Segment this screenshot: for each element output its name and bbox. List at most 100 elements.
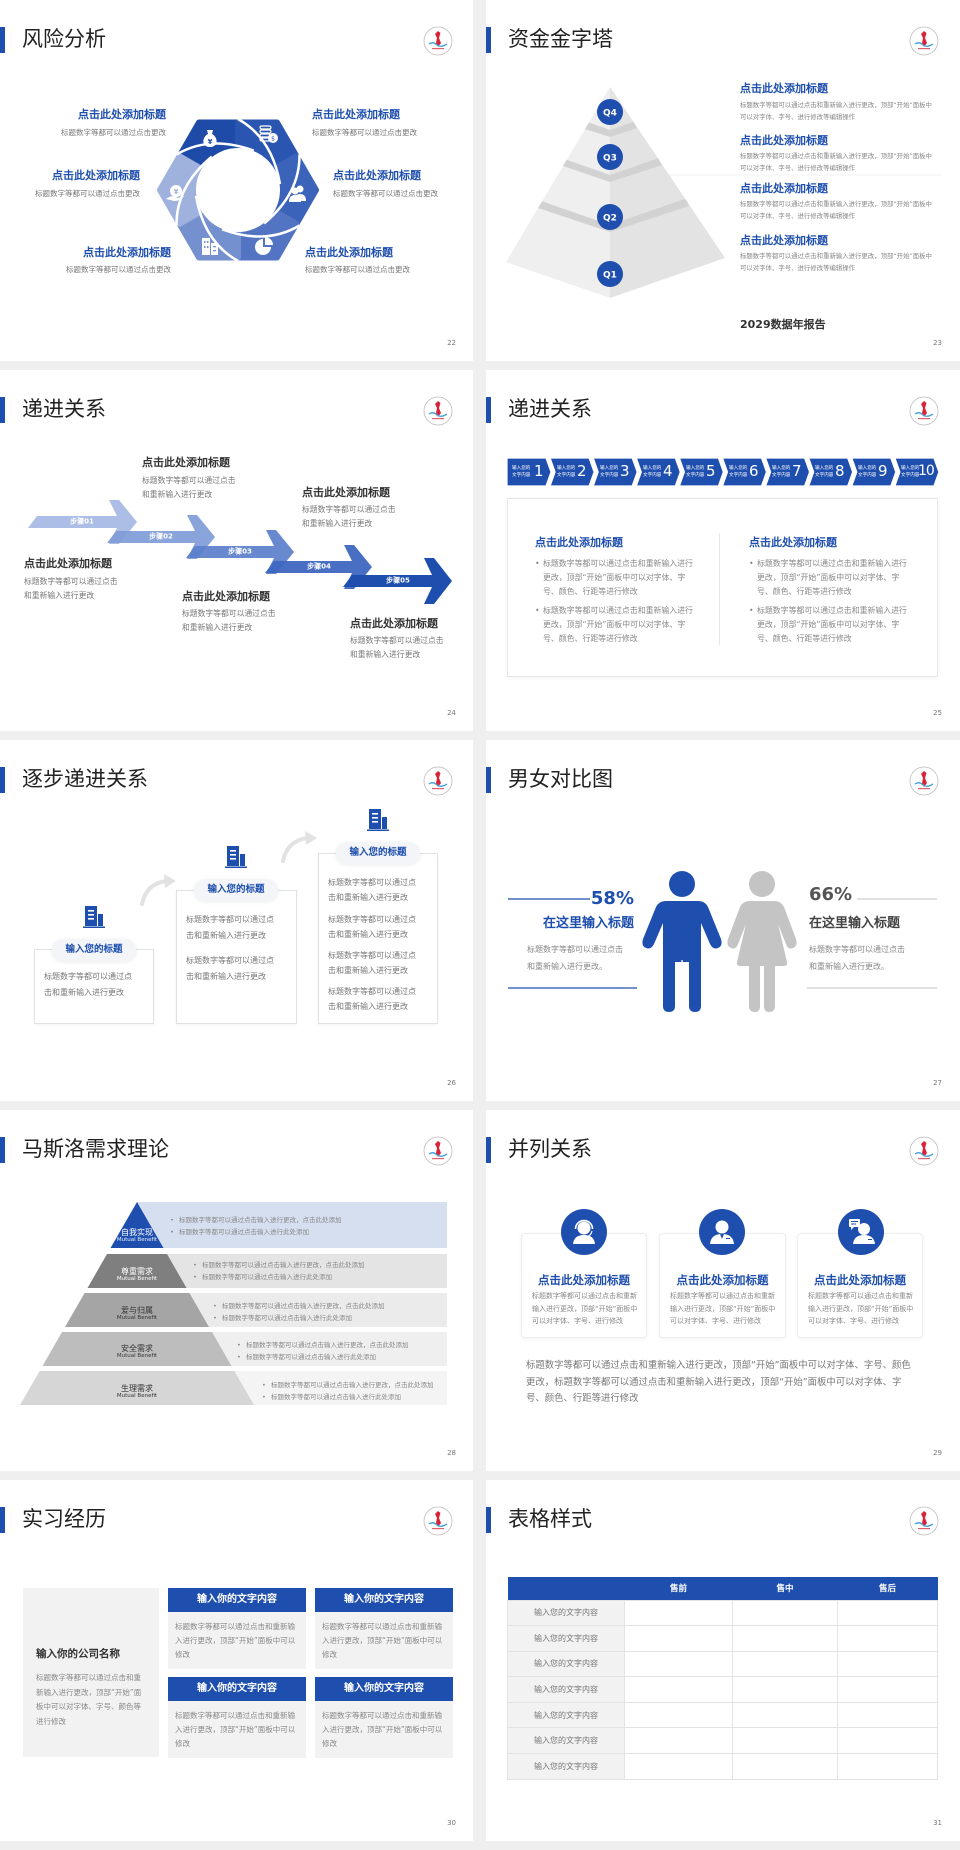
title-accent-bar bbox=[486, 397, 491, 423]
slide-26[interactable]: 逐步递进关系 26 输入您的标题 输入您的标题 输入您的标题 标题数字等都可以通… bbox=[0, 740, 473, 1101]
card-desc: 标题数字等都可以通过点击和重新输入进行更改，顶部“开始”面板中可以对字体、字号、… bbox=[670, 1292, 776, 1325]
svg-text:¥: ¥ bbox=[208, 138, 213, 146]
title-accent-bar bbox=[486, 27, 491, 53]
step-arrow-3 bbox=[186, 530, 294, 574]
step-paragraph: 标题数字等都可以通过点击和重新输入进行更改 bbox=[186, 956, 274, 981]
slide-30[interactable]: 实习经历 30 输入你的公司名称 标题数字等都可以通过点击和重新输入进行更改，顶… bbox=[0, 1480, 473, 1841]
experience-card: 输入你的文字内容 标题数字等都可以通过点击和重新输入进行更改，顶部“开始”面板中… bbox=[168, 1588, 306, 1669]
card-header: 输入你的文字内容 bbox=[168, 1677, 306, 1701]
slide-24[interactable]: 递进关系 24 步骤01 步骤02 步骤03 步骤04 步骤05 点击此处添加标… bbox=[0, 370, 473, 731]
tier-bullet: 标题数字等都可以通过点击输入进行此处添加 bbox=[193, 1271, 332, 1283]
male-percent: 58% bbox=[590, 888, 634, 909]
step-title-pill: 输入您的标题 bbox=[194, 879, 278, 901]
chevron-step-7-label: 输入您的文字内容 bbox=[772, 466, 791, 478]
column-divider bbox=[719, 533, 720, 645]
title-accent-bar bbox=[486, 767, 491, 793]
slide-title: 男女对比图 bbox=[508, 767, 613, 791]
school-emblem-icon bbox=[909, 26, 939, 56]
item-desc: 标题数字等都可以通过点击和重新输入进行更改，顶部“开始”面板中可以对字体、字号、… bbox=[740, 200, 932, 220]
page-number: 25 bbox=[933, 709, 942, 717]
step-title-pill: 输入您的标题 bbox=[52, 939, 136, 961]
experience-card: 输入你的文字内容 标题数字等都可以通过点击和重新输入进行更改，顶部“开始”面板中… bbox=[315, 1588, 453, 1669]
page-number: 24 bbox=[447, 709, 456, 717]
male-title: 在这里输入标题 bbox=[542, 916, 634, 931]
page-number: 31 bbox=[933, 1819, 942, 1827]
card-header: 输入你的文字内容 bbox=[315, 1677, 453, 1701]
page-number: 27 bbox=[933, 1079, 942, 1087]
step-paragraph: 标题数字等都可以通过点击和重新输入进行更改 bbox=[44, 972, 132, 997]
chevron-step-7-number: 7 bbox=[792, 462, 802, 480]
slide-25[interactable]: 递进关系 25 输入您的文字内容 1 输入您的文字内容 2 输入您的文字内容 3… bbox=[486, 370, 960, 731]
step-box-3 bbox=[318, 853, 438, 1024]
slide-22[interactable]: 风险分析 22 ¥ $ bbox=[0, 0, 473, 361]
slide-28[interactable]: 马斯洛需求理论 28 自我实现 Mutual Benefit 尊重需求 Mutu… bbox=[0, 1110, 473, 1471]
experience-card: 输入你的文字内容 标题数字等都可以通过点击和重新输入进行更改，顶部“开始”面板中… bbox=[315, 1677, 453, 1758]
step-arrows bbox=[28, 500, 452, 604]
table-row: 输入您的文字内容 bbox=[507, 1650, 938, 1678]
chevron-step-1-label: 输入您的文字内容 bbox=[512, 466, 531, 478]
slide-title: 风险分析 bbox=[22, 27, 106, 51]
building-icon bbox=[367, 809, 389, 831]
step-label: 步骤05 bbox=[386, 576, 410, 585]
column-title: 点击此处添加标题 bbox=[535, 536, 623, 549]
chevron-step-6-label: 输入您的文字内容 bbox=[729, 466, 748, 478]
slide-23[interactable]: 资金金字塔 23 Q4 Q3 Q2 Q1 点击此处添加标题 标题数字等都可以通过… bbox=[486, 0, 960, 361]
chevron-step-4-label: 输入您的文字内容 bbox=[643, 466, 662, 478]
tier-subtitle: Mutual Benefit bbox=[116, 1237, 158, 1243]
step-paragraph: 标题数字等都可以通过点击和重新输入进行更改 bbox=[186, 915, 274, 940]
slide-title: 并列关系 bbox=[508, 1137, 592, 1161]
slide-31[interactable]: 表格样式 31 售前 售中 售后 输入您的文字内容 输入您的文字内容 输入您的文… bbox=[486, 1480, 960, 1841]
item-desc: 标题数字等都可以通过点击和重新输入进行更改，顶部“开始”面板中可以对字体、字号、… bbox=[740, 101, 932, 121]
tier-bullet: 标题数字等都可以通过点击输入进行此处添加 bbox=[213, 1312, 352, 1324]
page-number: 30 bbox=[447, 1819, 456, 1827]
level-label: Q3 bbox=[603, 154, 617, 164]
table-cell bbox=[732, 1676, 838, 1703]
table-cell bbox=[624, 1599, 733, 1627]
tier-name: 安全需求 bbox=[121, 1344, 153, 1353]
table-cell bbox=[624, 1753, 733, 1780]
chevron-step-9-label: 输入您的文字内容 bbox=[858, 466, 877, 478]
level-badge-q3 bbox=[597, 144, 623, 170]
header-cell bbox=[507, 1577, 625, 1600]
report-caption: 2029数据年报告 bbox=[740, 318, 826, 331]
item-title: 点击此处添加标题 bbox=[740, 234, 828, 247]
slide-29[interactable]: 并列关系 29 点击此处添加标题 标题数字等都可以通过点击和重新输入进行更改，顶… bbox=[486, 1110, 960, 1471]
item-desc-line: 标题数字等都可以通过点击 bbox=[142, 476, 236, 485]
level-label: Q2 bbox=[603, 214, 617, 224]
building-icon bbox=[225, 846, 247, 868]
company-panel: 输入你的公司名称 标题数字等都可以通过点击和重新输入进行更改，顶部“开始”面板中… bbox=[23, 1588, 159, 1757]
school-emblem-icon bbox=[423, 1136, 453, 1166]
school-emblem-icon bbox=[909, 766, 939, 796]
pie-chart-icon bbox=[255, 237, 273, 255]
page-number: 23 bbox=[933, 339, 942, 347]
slide-27[interactable]: 男女对比图 27 58% 在这里输入标题 标题数字等都可以通过点击 和重新输入进… bbox=[486, 740, 960, 1101]
table-cell bbox=[837, 1727, 938, 1755]
card-desc: 标题数字等都可以通过点击和重新输入进行更改，顶部“开始”面板中可以对字体、字号、… bbox=[532, 1292, 638, 1325]
card-title: 点击此处添加标题 bbox=[676, 1273, 769, 1287]
level-label: Q4 bbox=[603, 109, 617, 119]
maslow-pyramid bbox=[20, 1202, 447, 1405]
card-title: 点击此处添加标题 bbox=[814, 1273, 906, 1287]
table-cell bbox=[624, 1727, 733, 1755]
step-arrow-2 bbox=[107, 515, 215, 559]
header-cell: 售后 bbox=[837, 1577, 938, 1600]
chevron-step-2-label: 输入您的文字内容 bbox=[557, 466, 576, 478]
step-paragraph: 标题数字等都可以通过点击和重新输入进行更改 bbox=[328, 878, 416, 902]
summary-paragraph: 标题数字等都可以通过点击和重新输入进行更改，顶部“开始”面板中可以对字体、字号、… bbox=[526, 1360, 911, 1404]
table-cell bbox=[732, 1599, 838, 1627]
slide-title: 递进关系 bbox=[22, 397, 106, 421]
chevron-process-bar bbox=[506, 457, 940, 487]
coins-icon: $ bbox=[259, 125, 278, 143]
table-cell bbox=[624, 1676, 733, 1703]
chevron-step-2-number: 2 bbox=[577, 462, 587, 480]
row-label: 输入您的文字内容 bbox=[507, 1701, 625, 1729]
item-desc-line: 标题数字等都可以通过点击 bbox=[302, 505, 396, 514]
table-cell bbox=[624, 1701, 733, 1729]
row-label: 输入您的文字内容 bbox=[507, 1650, 625, 1678]
people-icon bbox=[289, 185, 306, 202]
item-desc: 标题数字等都可以通过点击更改 bbox=[66, 265, 171, 274]
title-accent-bar bbox=[486, 1137, 491, 1163]
tier-subtitle: Mutual Benefit bbox=[116, 1353, 158, 1359]
title-accent-bar bbox=[0, 767, 5, 793]
table-cell bbox=[837, 1701, 938, 1729]
